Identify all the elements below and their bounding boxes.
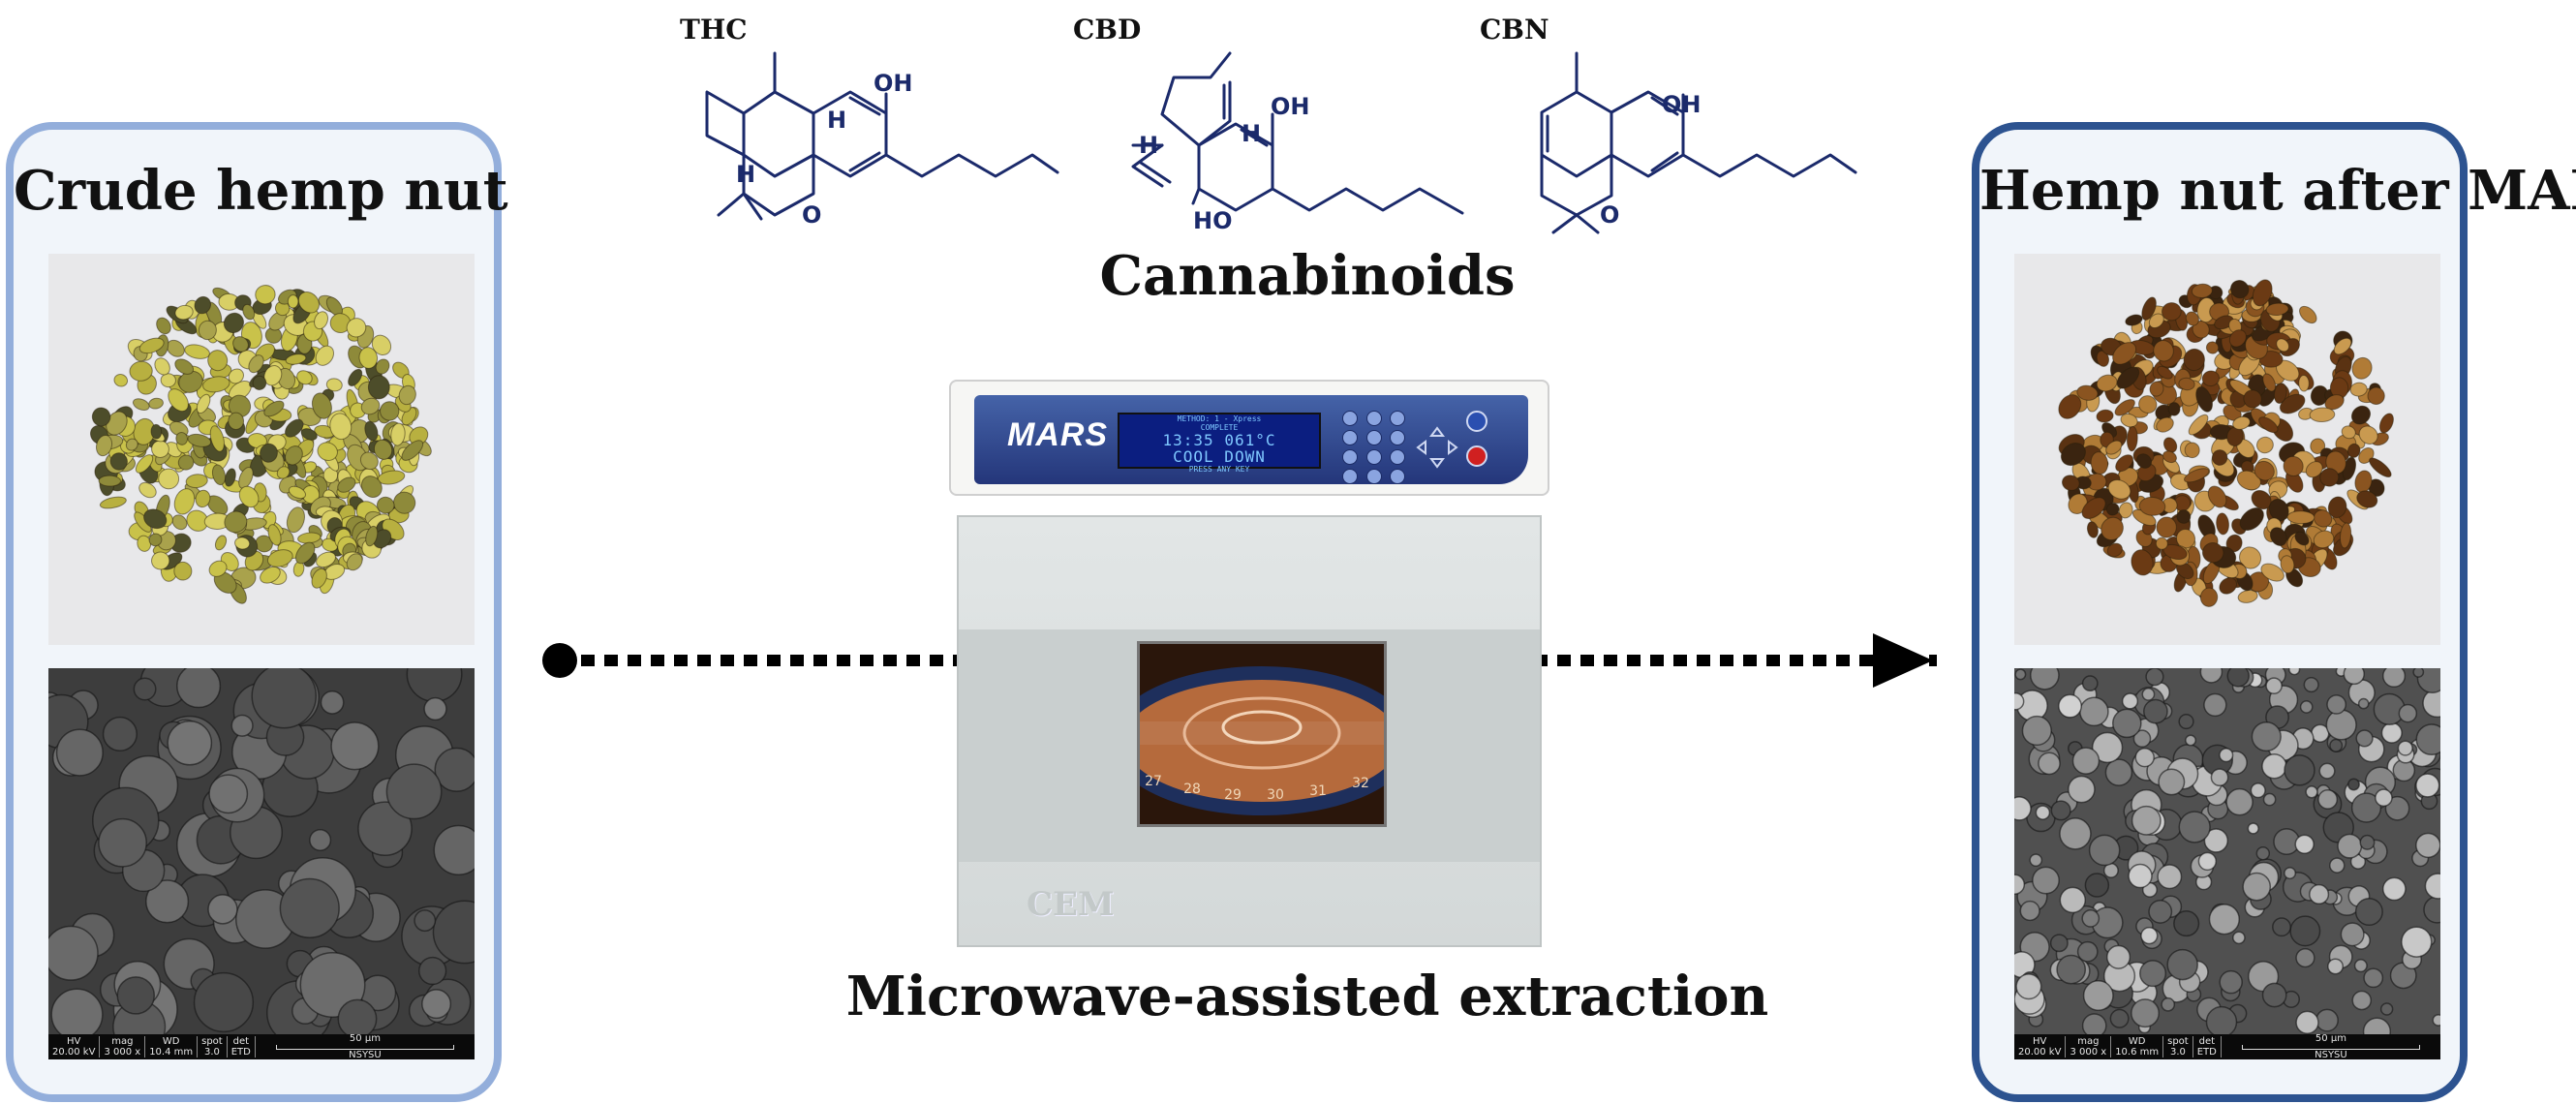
microwave-control-panel: MARS METHOD: 1 - Xpress COMPLETE 13:35 0… <box>949 380 1549 496</box>
cbn-structure <box>1540 51 1857 234</box>
thc-structure <box>705 51 1059 221</box>
svg-text:28: 28 <box>1183 782 1201 797</box>
crude-hemp-sem-texture <box>48 668 475 1054</box>
mars-logo: MARS <box>1007 416 1109 453</box>
microwave-reactor: MARS METHOD: 1 - Xpress COMPLETE 13:35 0… <box>949 380 1549 947</box>
svg-text:OH: OH <box>1271 93 1310 120</box>
svg-text:31: 31 <box>1309 783 1327 799</box>
svg-text:HO: HO <box>1193 207 1233 234</box>
mae-hemp-photo <box>2014 254 2440 645</box>
svg-text:29: 29 <box>1224 787 1242 803</box>
cannabinoids-caption: Cannabinoids <box>1099 244 1516 308</box>
sem-scale-label: 50 µm <box>2315 1033 2346 1044</box>
mae-caption: Microwave-assisted extraction <box>845 965 1769 1028</box>
cbd-label: CBD <box>1073 14 1142 46</box>
svg-text:OH: OH <box>874 70 913 97</box>
arrow-start-dot <box>542 643 577 678</box>
arrow-head-icon <box>1873 633 1933 688</box>
microwave-pause-icon <box>1466 411 1487 432</box>
svg-text:H: H <box>1139 132 1158 159</box>
svg-text:30: 30 <box>1267 787 1284 803</box>
svg-text:O: O <box>802 201 821 229</box>
crude-hemp-seeds-image <box>89 285 432 604</box>
cem-logo: CEM <box>1027 885 1115 924</box>
cannabinoid-structures: OH H H O OH HO H H OH O <box>705 51 1857 234</box>
sem-scale-label: 50 µm <box>349 1033 381 1044</box>
svg-text:OH: OH <box>1662 91 1702 118</box>
svg-text:H: H <box>827 107 846 134</box>
svg-text:H: H <box>736 161 755 188</box>
svg-text:32: 32 <box>1352 776 1369 791</box>
svg-text:H: H <box>1242 120 1261 147</box>
microwave-stop-icon <box>1466 445 1487 467</box>
thc-label: THC <box>680 14 748 46</box>
crude-hemp-title: Crude hemp nut <box>14 159 508 223</box>
svg-text:27: 27 <box>1145 774 1162 789</box>
microwave-keypad <box>1342 411 1410 484</box>
turntable-image: 27 28 29 30 31 32 <box>1140 644 1384 824</box>
crude-hemp-photo <box>48 254 475 645</box>
cbd-structure <box>1131 51 1464 215</box>
microwave-window: 27 28 29 30 31 32 <box>1137 641 1387 827</box>
mae-hemp-sem-texture <box>2014 668 2440 1046</box>
mae-hemp-seeds-image <box>2058 279 2394 607</box>
microwave-display: METHOD: 1 - Xpress COMPLETE 13:35 061°C … <box>1118 413 1321 474</box>
svg-text:O: O <box>1600 201 1619 229</box>
cbn-label: CBN <box>1480 14 1549 46</box>
microwave-dpad-icon <box>1416 426 1458 469</box>
microwave-body: 27 28 29 30 31 32 CEM <box>957 515 1542 947</box>
